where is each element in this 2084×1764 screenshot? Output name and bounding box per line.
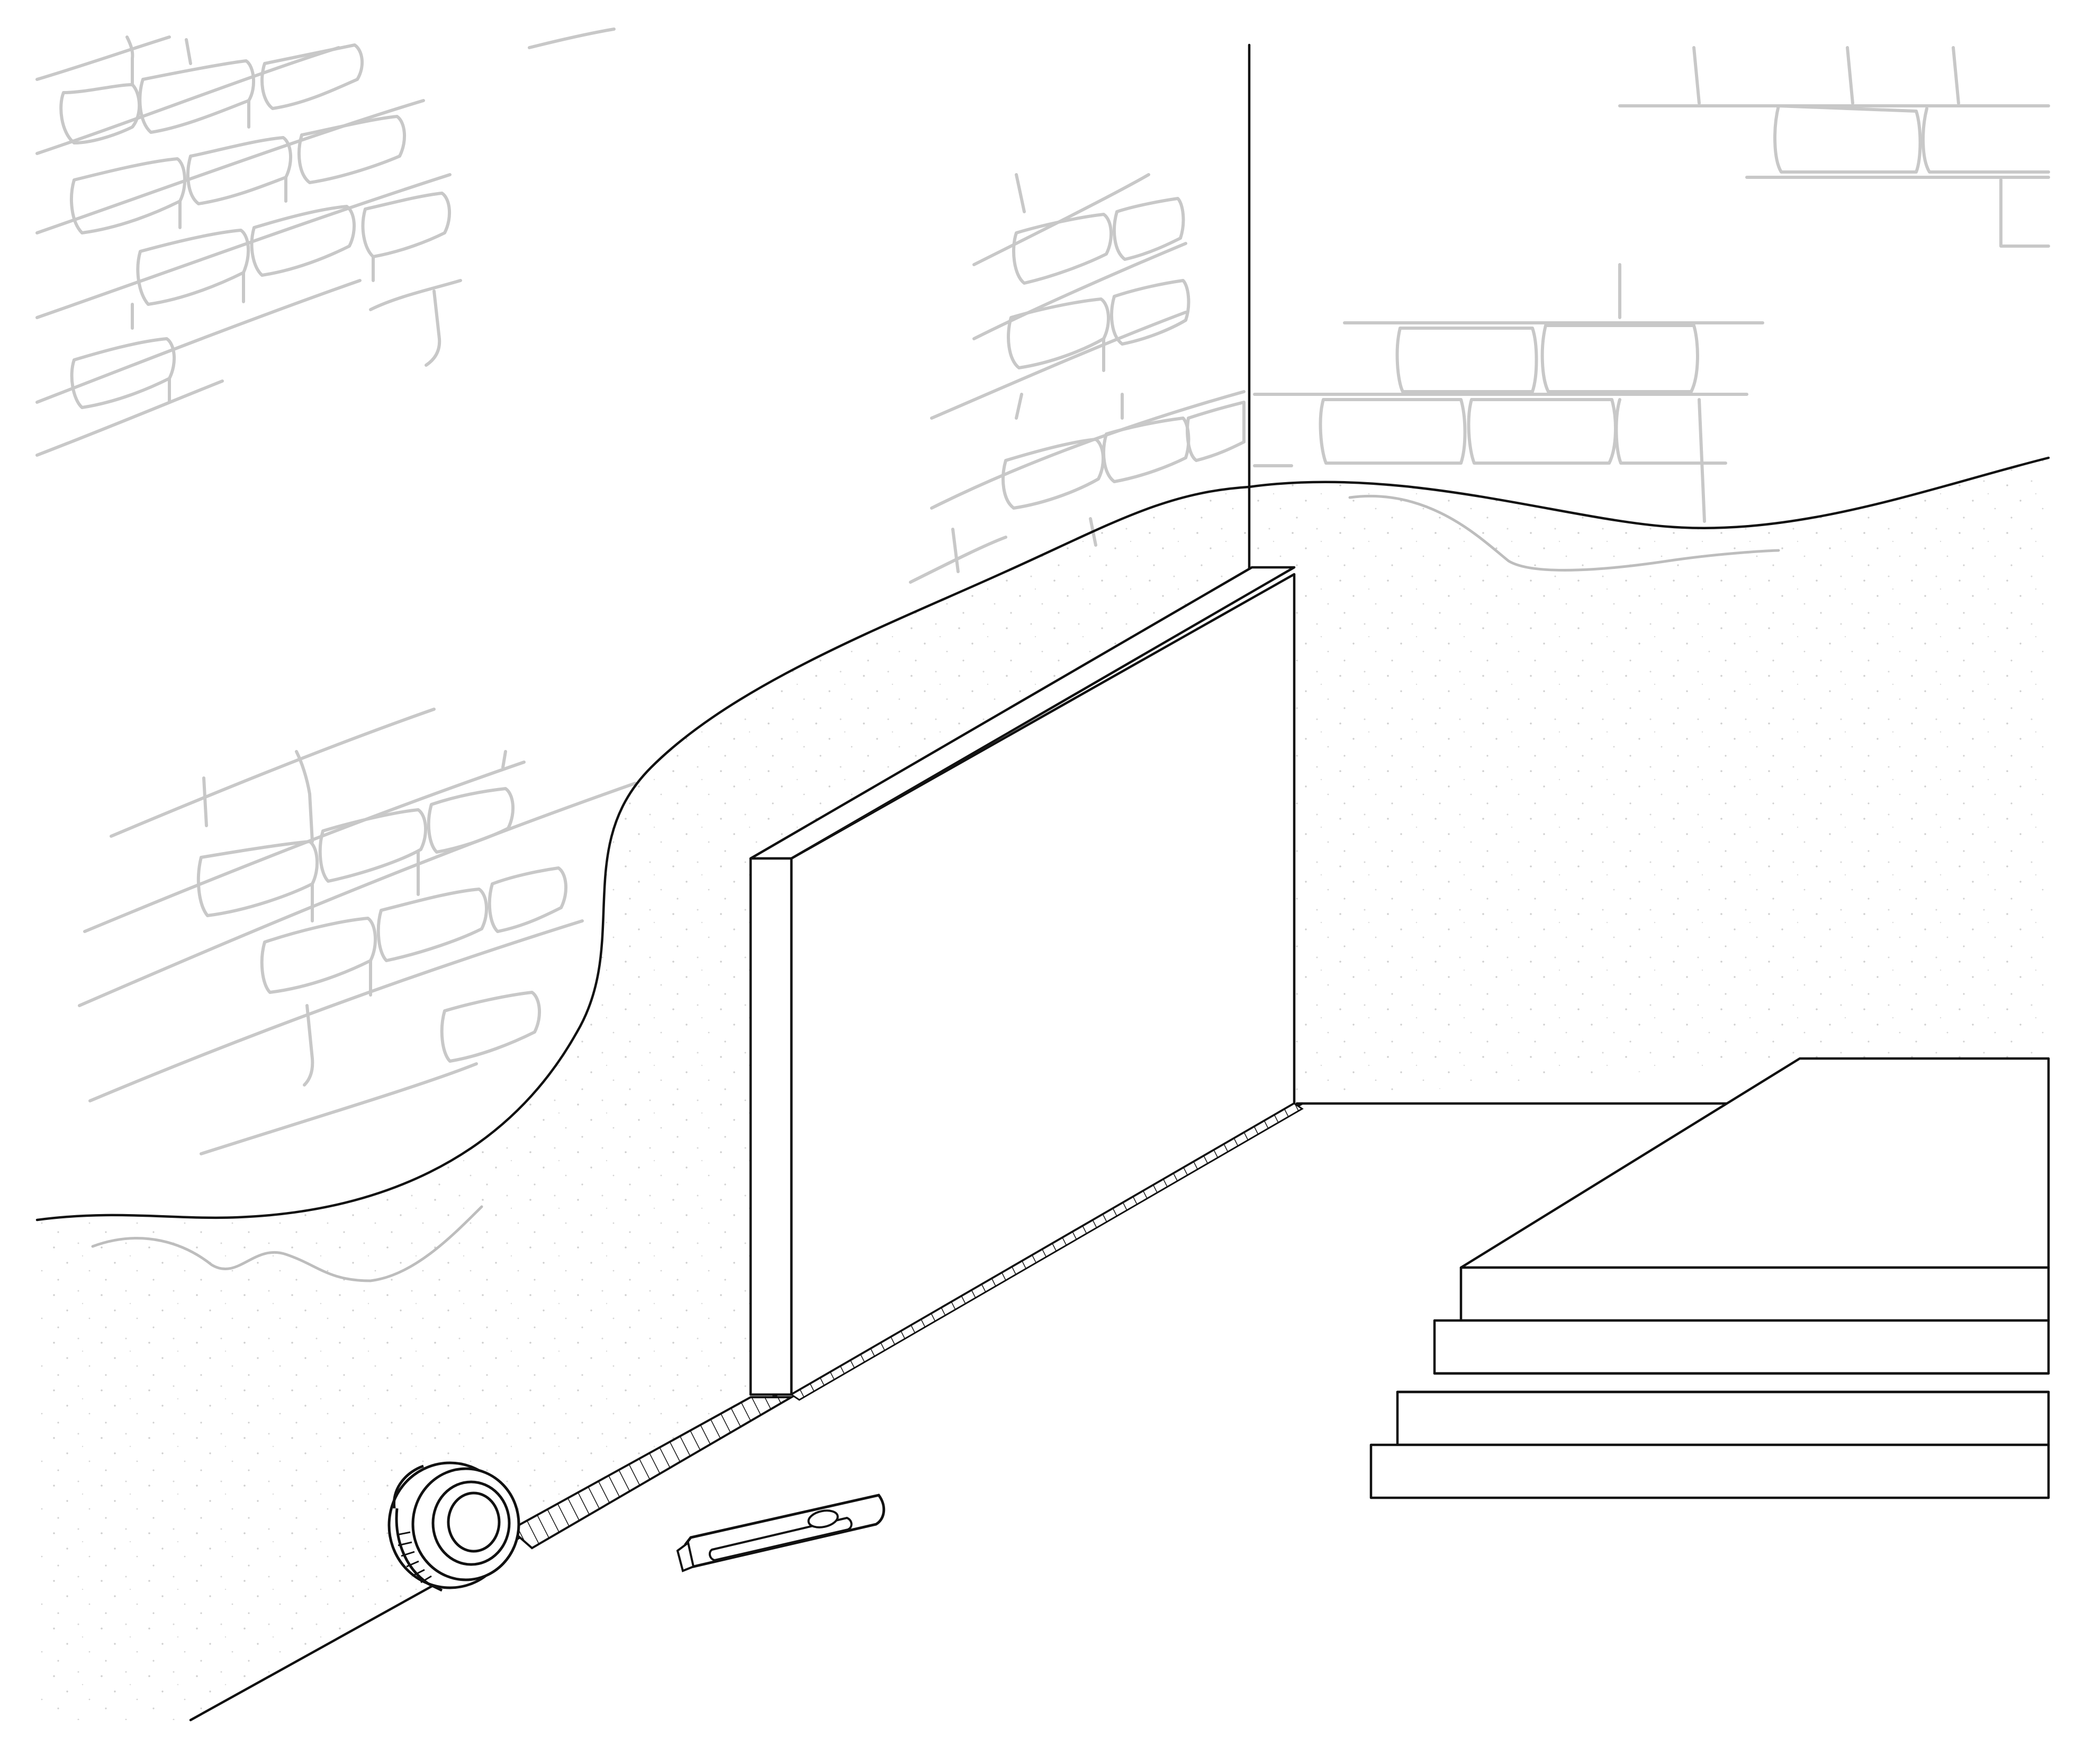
- tape-measure-icon: [387, 1396, 796, 1592]
- plaster-shadow-left: [91, 1205, 483, 1282]
- utility-knife-icon: [676, 1494, 886, 1572]
- stack-board-2: [1433, 1319, 2050, 1375]
- brick-pattern-right-wall: [1253, 46, 2050, 523]
- brick-pattern-corner-left: [909, 173, 1246, 584]
- stack-board-1: [1459, 1266, 2050, 1322]
- right-wall-plaster: [1249, 458, 2049, 1101]
- tape-along-board-base: [790, 1102, 1304, 1401]
- board-side-edge: [749, 857, 793, 1396]
- stacked-boards: [1369, 1057, 2050, 1499]
- stack-board-3: [1396, 1390, 2050, 1446]
- plaster-edge-left: [35, 485, 1251, 1222]
- tape-measure-blade: [509, 1396, 796, 1550]
- stack-top-surface: [1459, 1057, 2050, 1269]
- brick-pattern-lower-left: [78, 708, 637, 1155]
- brick-pattern-upper-left: [35, 28, 616, 457]
- stack-board-4: [1369, 1443, 2050, 1499]
- plaster-edge-right: [1248, 456, 2050, 529]
- foam-insulation-board: [749, 566, 1304, 1401]
- plaster-shadow-right: [1348, 494, 1780, 572]
